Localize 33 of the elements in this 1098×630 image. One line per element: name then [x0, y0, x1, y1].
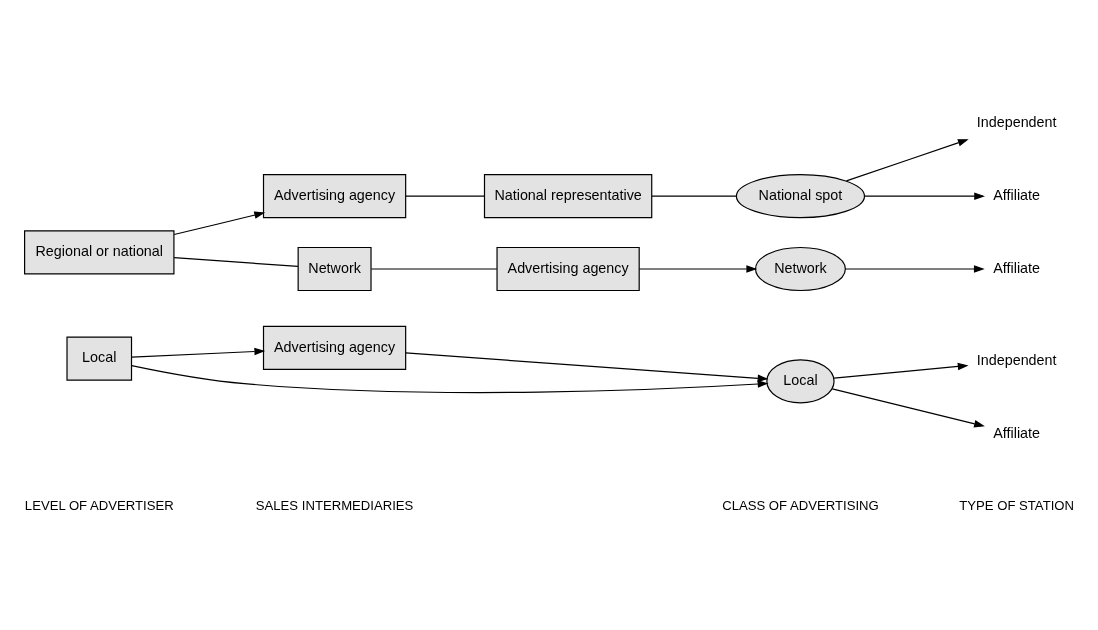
label: LEVEL OF ADVERTISER — [24, 498, 174, 514]
connector — [370, 268, 498, 270]
node-box: Network — [297, 246, 372, 292]
node-text: Affiliate — [993, 259, 1041, 276]
node-box: Advertising agency — [262, 325, 407, 370]
arrow — [131, 365, 769, 394]
node-ellipse: Local — [766, 359, 835, 404]
node-box: Advertising agency — [496, 246, 640, 292]
node-box: Local — [66, 336, 133, 381]
node-box: Advertising agency — [262, 174, 407, 219]
node-box: Regional or national — [24, 230, 175, 275]
connector — [405, 195, 485, 197]
arrow — [831, 388, 985, 428]
label: CLASS OF ADVERTISING — [722, 498, 879, 514]
arrow — [131, 347, 266, 358]
node-ellipse: Network — [754, 246, 846, 292]
arrow — [845, 139, 969, 182]
node-text: Independent — [976, 113, 1057, 130]
arrow — [844, 265, 985, 273]
node-text: Affiliate — [993, 186, 1041, 203]
arrow — [405, 352, 769, 383]
arrow — [638, 265, 758, 273]
connector — [651, 195, 737, 197]
node-ellipse: National spot — [735, 174, 866, 219]
arrow — [833, 362, 969, 379]
node-text: Independent — [976, 351, 1057, 368]
arrow — [173, 211, 266, 236]
connector — [173, 257, 299, 268]
arrow — [864, 192, 985, 200]
label: SALES INTERMEDIARIES — [255, 498, 414, 514]
node-box: National representative — [483, 174, 653, 219]
node-text: Affiliate — [993, 424, 1041, 441]
label: TYPE OF STATION — [959, 498, 1075, 514]
